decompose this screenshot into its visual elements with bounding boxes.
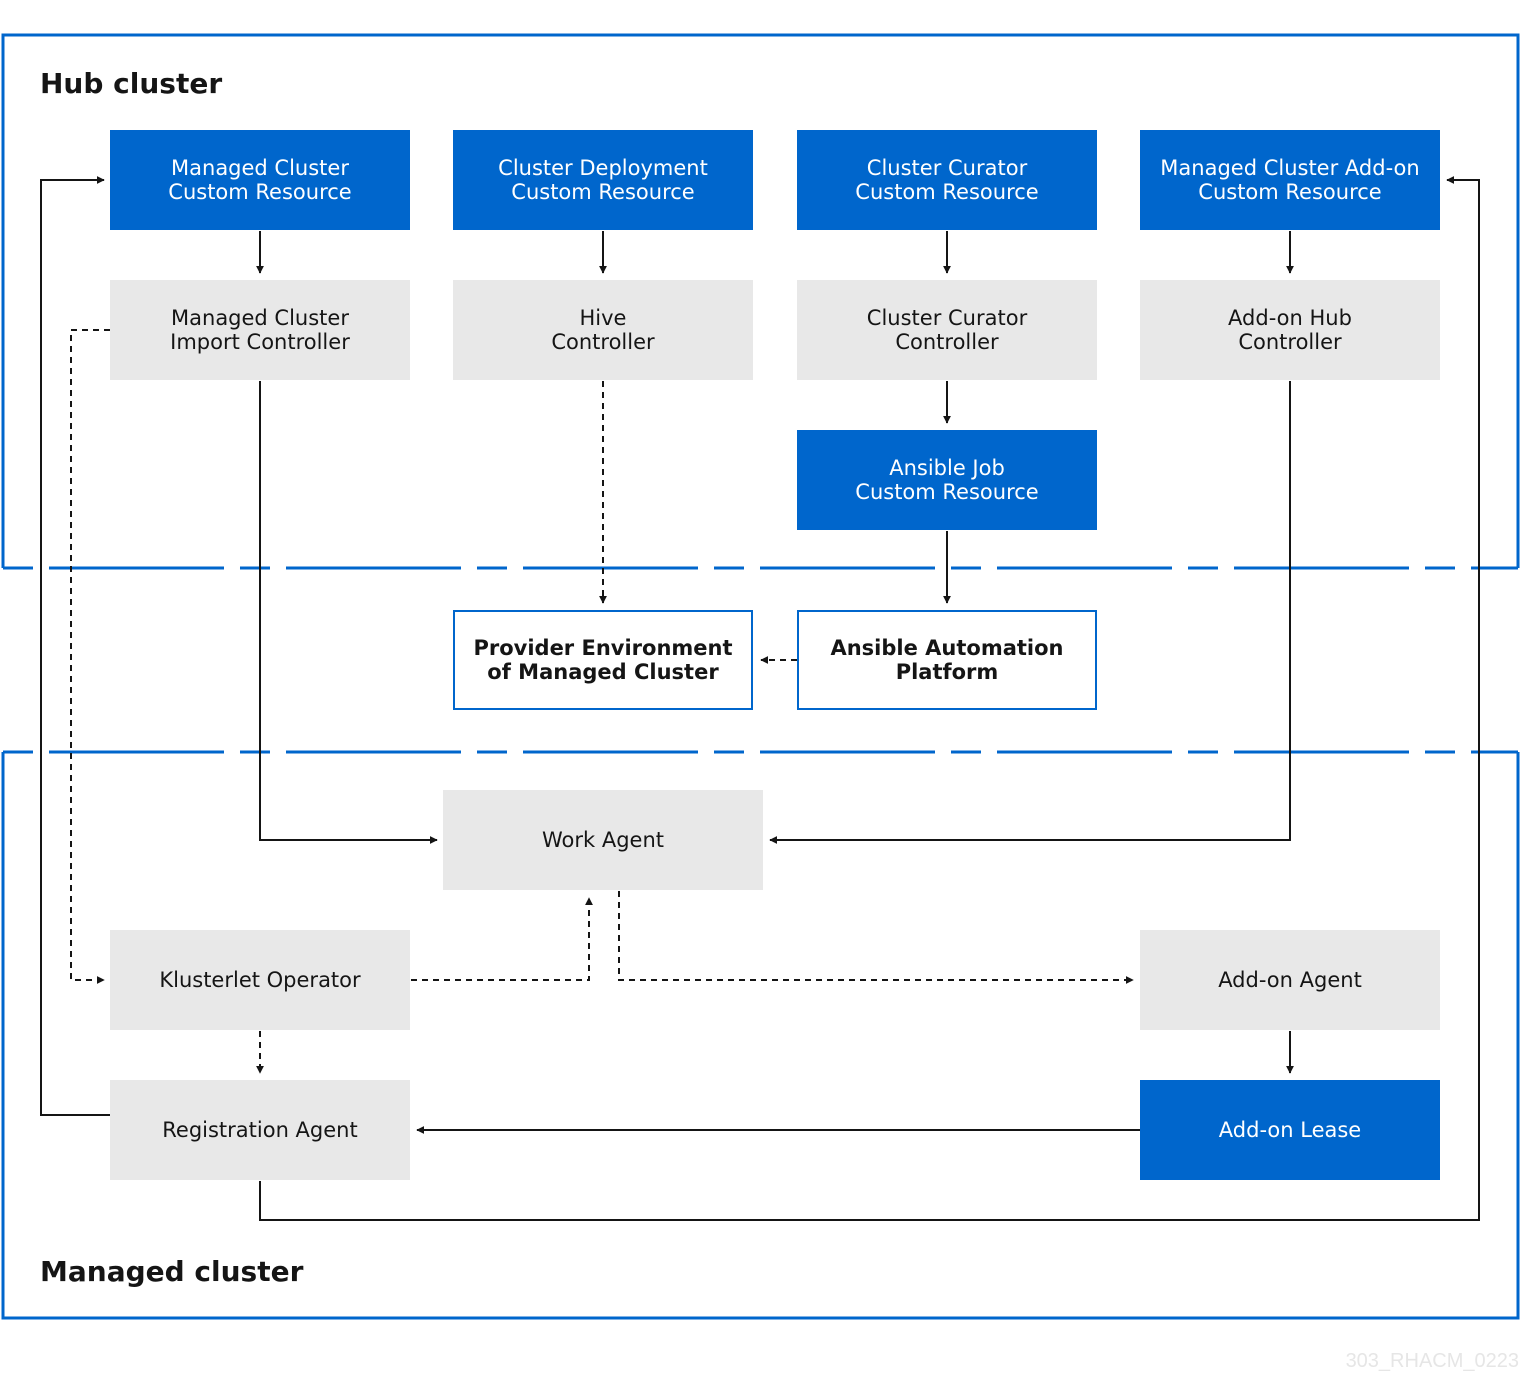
node-box <box>797 130 1097 230</box>
node-box <box>443 790 763 890</box>
node-addon-agent: Add-on Agent <box>1140 930 1440 1030</box>
node-label: Ansible Job <box>889 456 1005 480</box>
node-work-agent: Work Agent <box>443 790 763 890</box>
node-box <box>1140 930 1440 1030</box>
connectors <box>40 176 1480 1221</box>
node-label: Hive <box>580 306 627 330</box>
node-label: Custom Resource <box>1198 180 1381 204</box>
node-box <box>110 930 410 1030</box>
node-label: Managed Cluster <box>171 306 349 330</box>
managed-cluster-region <box>1 750 1520 1320</box>
node-label: of Managed Cluster <box>487 660 719 684</box>
node-label: Work Agent <box>542 828 664 852</box>
node-label: Klusterlet Operator <box>159 968 361 992</box>
node-addon-lease: Add-on Lease <box>1140 1080 1440 1180</box>
node-label: Custom Resource <box>855 180 1038 204</box>
node-label: Controller <box>551 330 655 354</box>
edge-work-agent-to-addon-agent <box>618 891 1134 984</box>
node-box <box>797 430 1097 530</box>
node-label: Custom Resource <box>855 480 1038 504</box>
node-label: Cluster Curator <box>867 306 1028 330</box>
node-label: Controller <box>895 330 999 354</box>
node-label: Registration Agent <box>162 1118 357 1142</box>
node-label: Managed Cluster Add-on <box>1160 156 1419 180</box>
node-label: Add-on Lease <box>1219 1118 1361 1142</box>
node-label: Custom Resource <box>168 180 351 204</box>
node-label: Add-on Hub <box>1228 306 1352 330</box>
node-klusterlet-operator: Klusterlet Operator <box>110 930 410 1030</box>
edge-klusterlet-to-work-agent <box>411 897 593 981</box>
node-label: Controller <box>1238 330 1342 354</box>
node-label: Platform <box>896 660 999 684</box>
edge-import-controller-to-klusterlet <box>70 329 110 984</box>
node-box <box>110 130 410 230</box>
node-label: Import Controller <box>170 330 350 354</box>
node-box <box>110 1080 410 1180</box>
figure-id: 303_RHACM_0223 <box>1346 1350 1519 1372</box>
hub-cluster-region <box>1 33 1520 570</box>
node-label: Cluster Curator <box>867 156 1028 180</box>
node-label: Add-on Agent <box>1218 968 1362 992</box>
node-label: Provider Environment <box>473 636 732 660</box>
node-label: Custom Resource <box>511 180 694 204</box>
node-box <box>1140 1080 1440 1180</box>
node-box <box>453 610 753 710</box>
edge-registration-agent-to-addon-cr <box>259 176 1480 1221</box>
node-label: Cluster Deployment <box>498 156 708 180</box>
node-box <box>1140 280 1440 380</box>
node-box <box>797 610 1097 710</box>
edge-addon-hub-controller-to-work-agent <box>769 381 1291 844</box>
node-box <box>453 280 753 380</box>
node-box <box>453 130 753 230</box>
node-box <box>797 280 1097 380</box>
hub-cluster-label: Hub cluster <box>40 67 222 100</box>
node-box <box>1140 130 1440 230</box>
node-box <box>110 280 410 380</box>
node-registration-agent: Registration Agent <box>110 1080 410 1180</box>
node-label: Managed Cluster <box>171 156 349 180</box>
edge-import-controller-to-work-agent <box>259 381 438 844</box>
node-label: Ansible Automation <box>830 636 1063 660</box>
managed-cluster-label: Managed cluster <box>40 1255 304 1288</box>
edge-registration-agent-to-mc-cr <box>40 176 110 1116</box>
